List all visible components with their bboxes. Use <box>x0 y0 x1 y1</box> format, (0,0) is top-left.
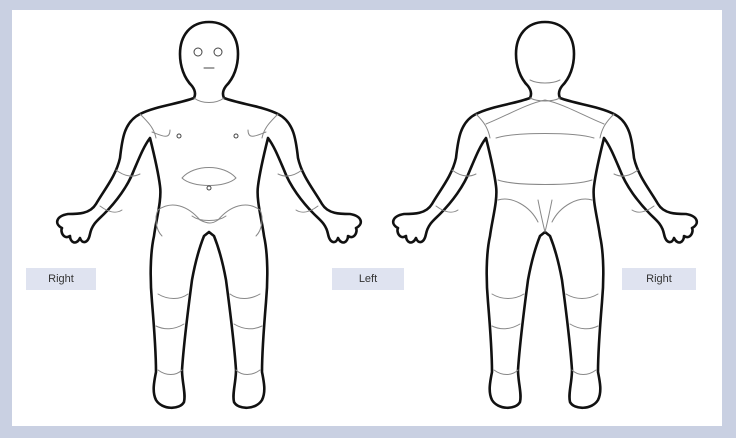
front-nipple-right <box>177 134 181 138</box>
body-outline-diagram <box>12 10 722 426</box>
front-body-outline[interactable] <box>57 22 361 408</box>
back-right-side-label: Right <box>622 268 696 290</box>
body-chart-panel <box>12 10 722 426</box>
left-side-label: Left <box>332 268 404 290</box>
front-right-side-label: Right <box>26 268 96 290</box>
back-body-outline[interactable] <box>393 22 697 408</box>
front-nipple-left <box>234 134 238 138</box>
front-left-eye <box>214 48 222 56</box>
front-navel <box>207 186 211 190</box>
back-figure <box>393 22 697 408</box>
front-right-eye <box>194 48 202 56</box>
front-figure <box>57 22 361 408</box>
